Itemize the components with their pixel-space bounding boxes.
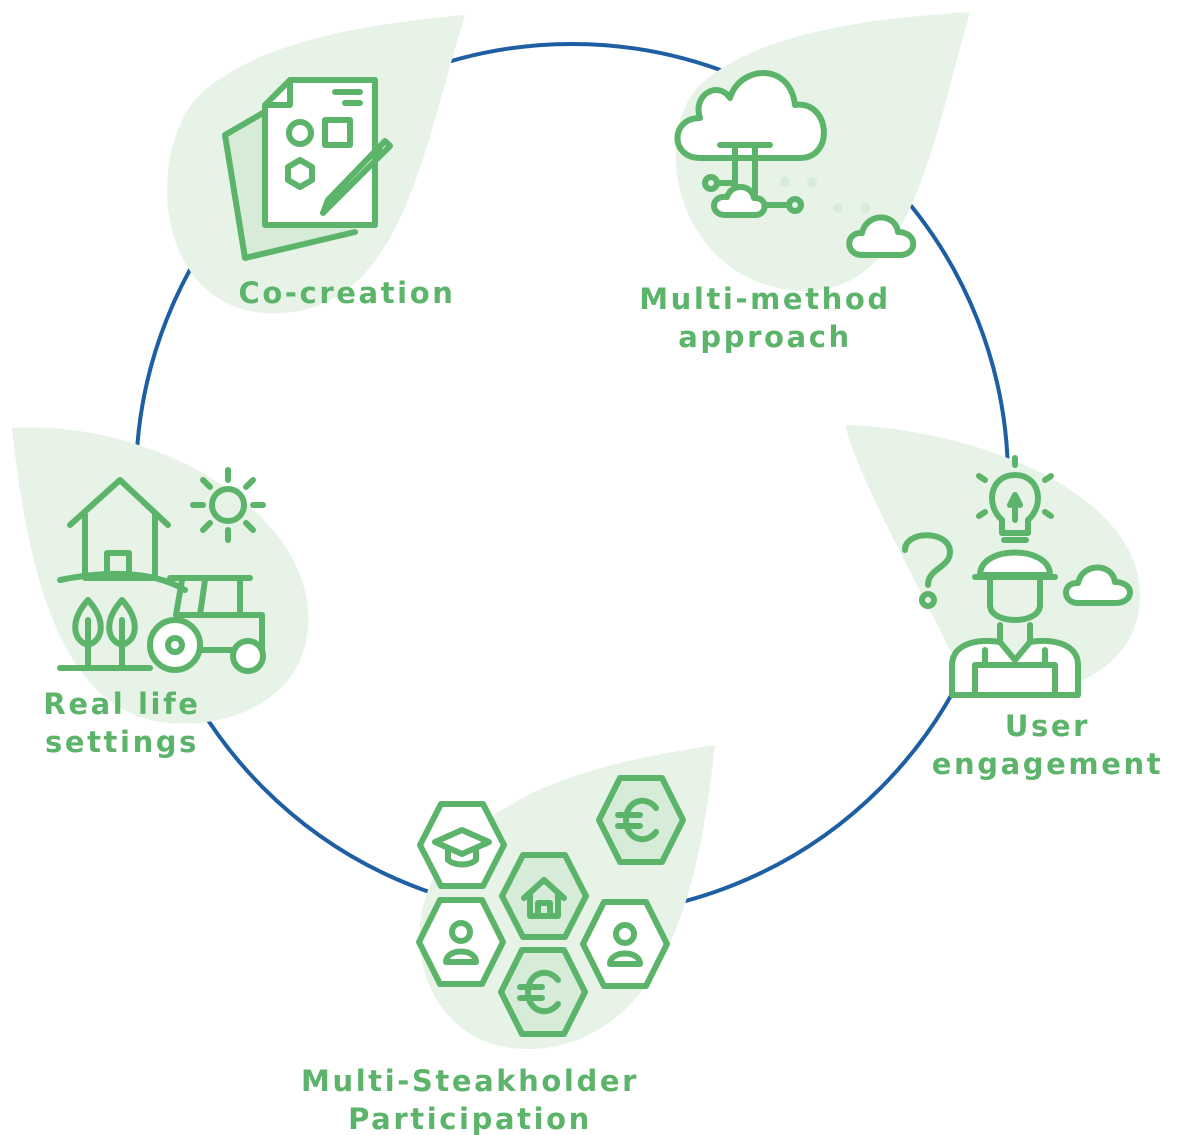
stakeholder-hexagons-icon	[416, 775, 686, 1037]
label-line: User	[1004, 709, 1091, 743]
label-real-life: Real life settings	[22, 685, 222, 761]
label-line: settings	[44, 725, 200, 759]
label-line: engagement	[931, 747, 1164, 781]
label-line: Multi-Steakholder	[301, 1064, 639, 1098]
farmer-idea-icon	[902, 455, 1133, 698]
dot-trail-icon	[780, 177, 870, 213]
label-line: Real life	[43, 687, 201, 721]
label-multi-method: Multi-method approach	[600, 280, 930, 356]
label-user-engagement: User engagement	[920, 707, 1175, 783]
document-pencil-icon	[222, 77, 393, 261]
farm-tractor-icon	[57, 467, 266, 674]
label-line: Participation	[348, 1102, 592, 1135]
cloud-network-icon	[674, 70, 917, 258]
label-line: Multi-method	[639, 282, 891, 316]
label-line: Co-creation	[238, 276, 456, 310]
leaf-real-life	[12, 427, 309, 724]
label-multi-stakeholder: Multi-Steakholder Participation	[265, 1062, 675, 1135]
label-line: approach	[678, 320, 852, 354]
label-co-creation: Co-creation	[207, 274, 487, 312]
